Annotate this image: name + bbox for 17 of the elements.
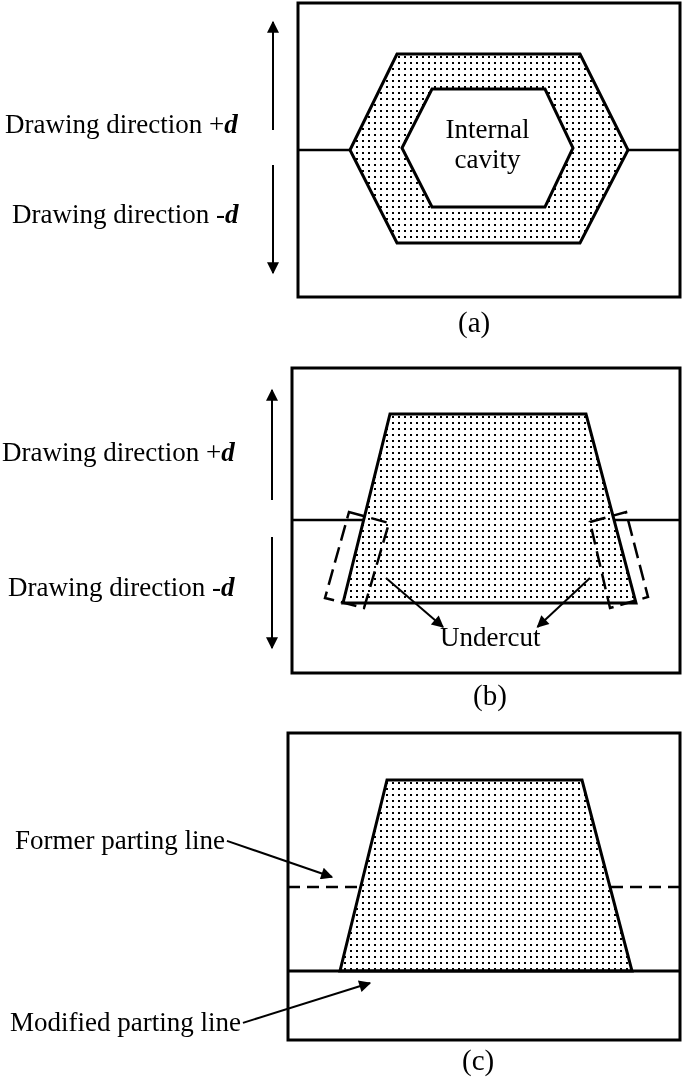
undercut-outline xyxy=(588,510,650,610)
leader-arrow xyxy=(241,980,372,1024)
leader-arrow xyxy=(385,577,444,628)
direction-label: Drawing direction +d xyxy=(5,110,238,140)
panel-caption: (c) xyxy=(462,1045,495,1077)
direction-label: Drawing direction -d xyxy=(12,200,239,230)
panel-caption: (a) xyxy=(458,307,491,339)
panel-caption: (b) xyxy=(473,680,507,712)
callout-text: Undercut xyxy=(440,623,541,653)
direction-label: Drawing direction +d xyxy=(2,438,235,468)
cavity-label: Internal cavity xyxy=(444,115,531,175)
direction-label: Drawing direction -d xyxy=(8,573,235,603)
undercut-outline xyxy=(323,510,391,610)
callout-text: Former parting line xyxy=(15,826,225,856)
callout-text: Modified parting line xyxy=(10,1008,241,1038)
leader-arrow xyxy=(225,839,334,880)
leader-arrow xyxy=(536,577,591,628)
